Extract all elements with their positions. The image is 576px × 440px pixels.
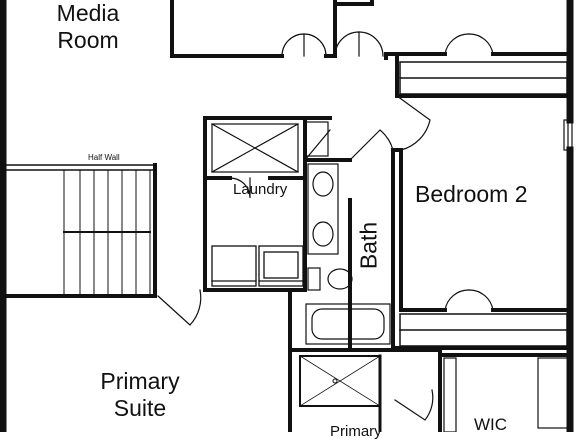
media-room-walls <box>170 0 572 60</box>
primary-suite-label-line1: Primary <box>100 368 180 394</box>
exterior-walls <box>0 0 574 432</box>
wic-walls <box>438 348 572 432</box>
half-wall-annotation: Half Wall <box>88 153 120 162</box>
bedroom2-window <box>563 119 573 151</box>
wic-label: WIC <box>474 415 508 434</box>
washer-dryer <box>211 245 304 287</box>
laundry-label: Laundry <box>233 181 288 198</box>
laundry-walls <box>203 116 332 292</box>
media-room-label-line1: Media <box>56 0 120 26</box>
media-room-label-line2: Room <box>57 27 119 53</box>
bath-label: Bath <box>355 221 382 270</box>
door-swings <box>157 31 494 421</box>
bath-walls <box>288 148 442 432</box>
bedroom2-label: Bedroom 2 <box>415 181 528 207</box>
closet-top <box>399 61 568 95</box>
bath-fixtures <box>305 121 391 345</box>
primary-shower <box>299 354 382 432</box>
wic-shelving <box>443 357 569 432</box>
stair-treads <box>63 169 151 297</box>
primary-suite-label: Primary Suite <box>92 370 188 420</box>
half-wall <box>2 164 156 171</box>
shower-drain <box>332 378 338 384</box>
laundry-cabinet <box>211 123 299 173</box>
closet-bottom <box>395 313 572 350</box>
primary-suite-label-line2: Suite <box>113 395 167 421</box>
bedroom2-walls <box>395 56 572 312</box>
stair-well <box>1 163 157 298</box>
media-room-label: Media Room <box>48 2 128 52</box>
